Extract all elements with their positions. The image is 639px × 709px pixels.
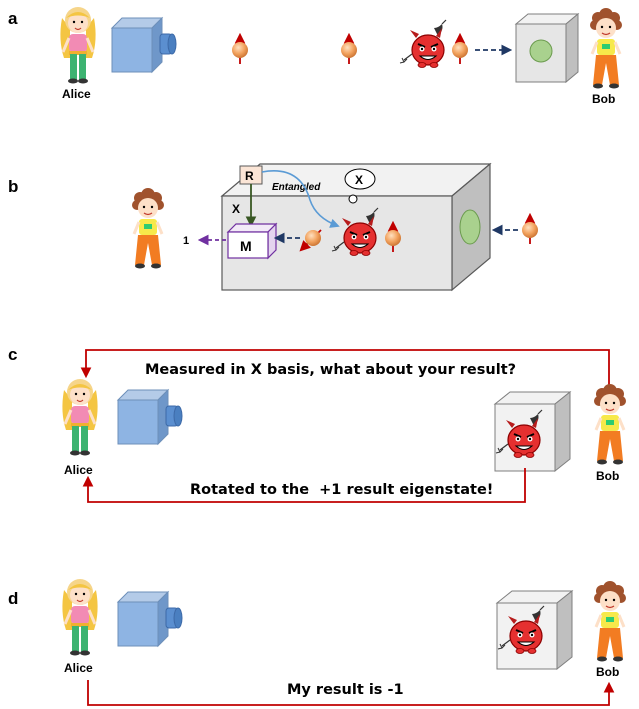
- bob-name-label: Bob: [596, 665, 619, 679]
- alice-figure: [58, 5, 98, 85]
- entangled-label: Entangled: [272, 182, 321, 193]
- register-r-box: R: [239, 165, 263, 185]
- panel-c: c Measured in X basis, what about your r…: [8, 345, 628, 503]
- panel-b-label: b: [8, 177, 18, 196]
- panel-a-label: a: [8, 9, 18, 28]
- panel-d-label: d: [8, 589, 18, 608]
- alice-name-label: Alice: [64, 661, 93, 675]
- bob-name-label: Bob: [596, 469, 619, 483]
- alice-name-label: Alice: [62, 87, 91, 101]
- bob-name-label: Bob: [592, 92, 615, 106]
- photon-source-cube: [117, 389, 183, 445]
- panel-b: b R Entangled X X M 1: [8, 162, 538, 292]
- message-bottom: Rotated to the +1 result eigenstate!: [190, 482, 493, 498]
- photon-spin-up: [341, 35, 357, 64]
- photon-source-cube: [111, 17, 177, 73]
- photon-spin-up: [232, 35, 248, 64]
- panel-d: d Alice Bob My result is -1: [8, 577, 628, 706]
- bob-figure-large: [130, 186, 166, 270]
- message-top: Measured in X basis, what about your res…: [145, 362, 516, 378]
- measurement-output-label: 1: [183, 235, 189, 247]
- measurement-label: M: [240, 238, 252, 254]
- bob-figure: [592, 382, 628, 466]
- photon-source-cube: [117, 591, 183, 647]
- panel-a: a Alice Bob: [8, 5, 624, 106]
- photon-spin-up: [452, 35, 468, 64]
- x-gate-label: X: [232, 202, 240, 216]
- detector-to-alice-message-arrow: [82, 468, 526, 503]
- photon-spin-up: [522, 215, 538, 244]
- bob-figure: [592, 579, 628, 663]
- message: My result is -1: [287, 682, 404, 698]
- alice-to-bob-message-arrow: [87, 680, 615, 706]
- eavesdropper-devil-icon: [399, 19, 447, 69]
- x-bubble-label: X: [355, 173, 363, 187]
- entanglement-arrow: [261, 170, 340, 228]
- register-label: R: [245, 169, 254, 183]
- detector-box: [514, 12, 580, 84]
- x-bubble: X: [344, 168, 376, 204]
- alice-figure: [60, 377, 100, 457]
- measurement-m-box: M: [226, 222, 278, 260]
- alice-name-label: Alice: [64, 463, 93, 477]
- bob-figure: [588, 6, 624, 90]
- detector-box: [493, 390, 572, 473]
- bob-to-alice-message-arrow: [80, 349, 610, 385]
- panel-c-label: c: [8, 345, 17, 364]
- alice-figure: [60, 577, 100, 657]
